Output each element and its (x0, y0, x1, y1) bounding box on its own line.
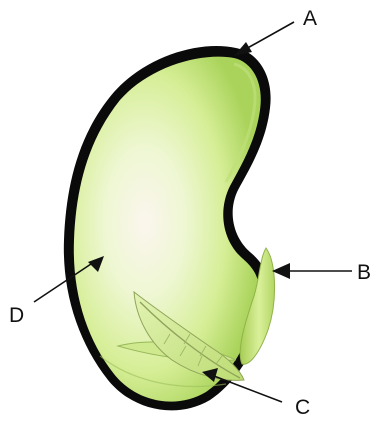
label-d: D (9, 304, 24, 327)
leader-a (234, 22, 294, 56)
label-b: B (357, 261, 371, 284)
leader-b (272, 263, 352, 279)
label-a: A (303, 7, 317, 30)
label-c: C (295, 396, 310, 419)
arrowhead-b (272, 263, 290, 279)
